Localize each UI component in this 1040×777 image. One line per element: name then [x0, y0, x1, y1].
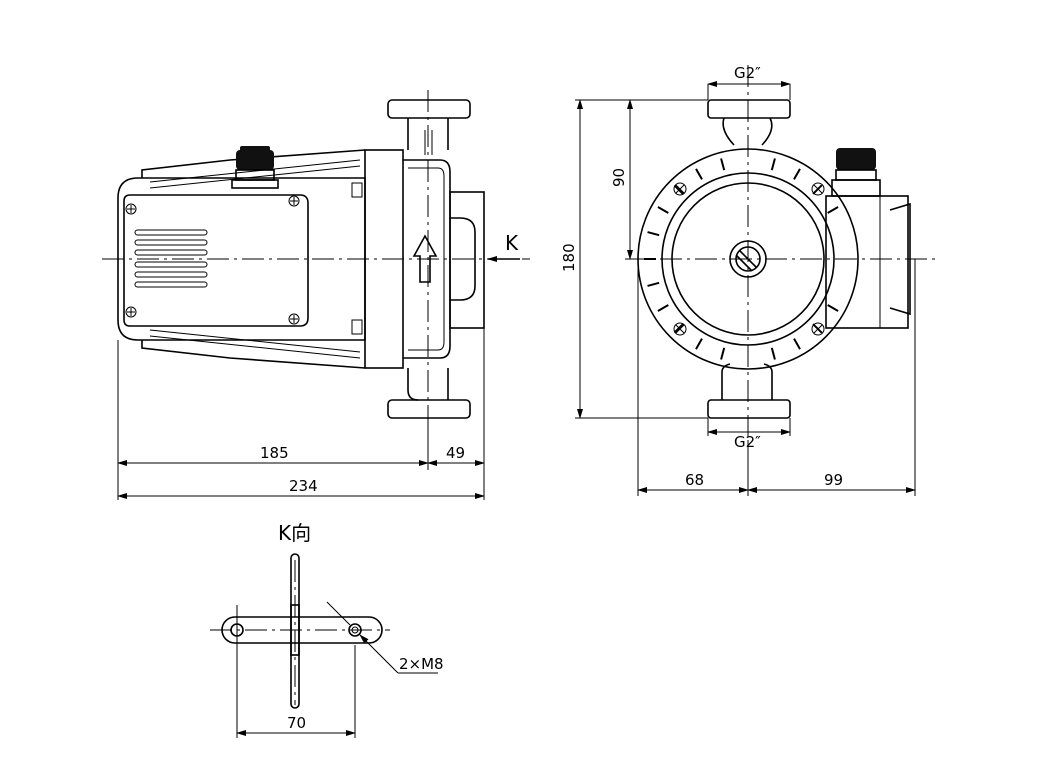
dim-234: 234 — [289, 477, 318, 495]
bolt-hole-right — [348, 623, 362, 637]
volute-rib — [827, 304, 839, 312]
volute-rib — [793, 338, 801, 350]
thread-top: G2″ — [734, 64, 761, 82]
dim-68: 68 — [685, 471, 704, 489]
volute-rib — [695, 168, 703, 180]
terminal-box-front — [825, 148, 911, 329]
pump-body-side — [364, 99, 485, 419]
volute-rib — [695, 338, 703, 350]
dim-70: 70 — [287, 714, 306, 732]
view-arrow-label: K — [505, 231, 519, 255]
volute-rib — [720, 347, 726, 360]
side-view: K 185 49 234 — [102, 90, 530, 500]
motor-housing — [117, 149, 366, 369]
mounting-bolts-front — [673, 182, 825, 336]
volute-rib — [793, 168, 801, 180]
volute-rib — [647, 231, 660, 237]
dim-49: 49 — [446, 444, 465, 462]
k-view-title: K向 — [278, 521, 311, 545]
volute-rib — [647, 281, 660, 287]
dim-180: 180 — [560, 243, 578, 272]
volute-rib — [770, 158, 776, 171]
dim-99: 99 — [824, 471, 843, 489]
k-view: K向 2×M8 70 — [210, 521, 444, 738]
volute-rib — [770, 347, 776, 360]
volute-rib — [657, 304, 669, 312]
front-view: G2″ G2″ 180 90 68 99 — [560, 64, 935, 496]
dim-90: 90 — [610, 168, 628, 187]
dim-185: 185 — [260, 444, 289, 462]
cable-gland — [231, 146, 279, 189]
volute-rib — [657, 206, 669, 214]
front-pipes — [707, 99, 791, 419]
volute-rib — [827, 206, 839, 214]
volute-rib — [720, 158, 726, 171]
k-view-bolt-note: 2×M8 — [399, 655, 444, 673]
